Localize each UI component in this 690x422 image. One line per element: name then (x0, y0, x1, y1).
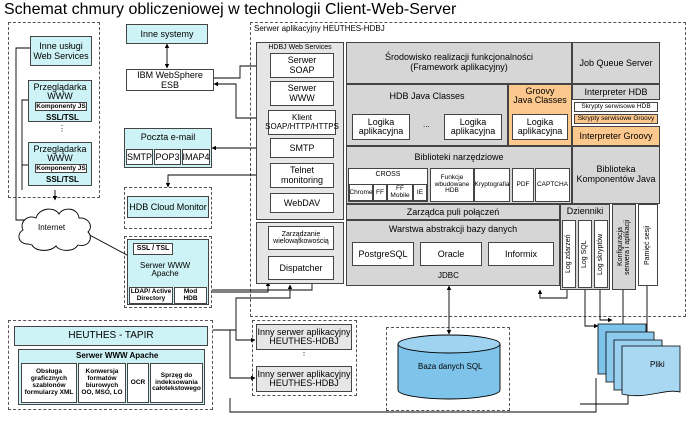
database-icon (397, 334, 501, 400)
thread-management: Zarządzanie wielowątkowością (268, 226, 334, 250)
lib-ff: FF (373, 184, 387, 201)
service-scripts-hdb: Skrypty serwisowe HDB (574, 102, 658, 112)
websphere-box: IBM WebSphere ESB (126, 69, 214, 91)
browser-1-ssl: SSL/TSL (46, 113, 79, 122)
interpreter-hdb: Interpreter HDB (572, 84, 660, 100)
www-server: Serwer WWW (270, 81, 334, 106)
browser-2-label: Przeglądarka WWW (33, 144, 87, 164)
app-logic-dots: ... (423, 120, 430, 129)
lib-ff-mobile: FF Mobile (387, 184, 413, 201)
service-scripts-groovy: Skrypty serwisowe Groovy (574, 114, 658, 124)
apache-ssl: SSL / TSL (133, 243, 173, 255)
groovy-classes-label: Groovy Java Classes (513, 86, 567, 106)
db-postgresql: PostgreSQL (352, 242, 414, 266)
diagram-title: Schemat chmury obliczeniowej w technolog… (4, 1, 457, 18)
db-oracle: Oracle (420, 242, 482, 266)
cloud-monitor-frame (124, 187, 212, 229)
other-server-1: Inny serwer aplikacyjny HEUTHES-HDBJ (256, 324, 352, 350)
lib-cryptography: Kryptografia (474, 168, 510, 202)
smtp-server: SMTP (270, 138, 334, 158)
logs-label: Dzienniki (566, 206, 604, 216)
internet-cloud-icon (18, 208, 91, 251)
soap-client: Klient SOAP/HTTP/HTTPS (265, 110, 339, 135)
tapir-konwersja: Konwersja formatów biurowych OO, MSO, LO (78, 363, 126, 403)
apache-frame (124, 236, 212, 308)
apache-ldap: LDAP/ Active Directory (129, 287, 173, 304)
job-queue-server: Job Queue Server (572, 42, 660, 84)
log-scripts: Log skryptów (594, 220, 608, 288)
tapir-sprzeg: Sprzęg do indeksowania całotekstowego (150, 363, 203, 403)
telnet-monitoring: Telnet monitoring (270, 163, 334, 188)
dispatcher: Dispatcher (268, 256, 334, 280)
email-imap4: IMAP4 (182, 149, 210, 165)
browser-1-js-components: Komponenty JS (35, 102, 87, 111)
internet-label: Internet (38, 223, 66, 232)
app-logic-2: Logika aplikacyjna (444, 114, 502, 140)
tapir-title: HEUTHES - TAPIR (14, 326, 208, 346)
soap-server: Serwer SOAP (270, 53, 334, 78)
tapir-ocr: OCR (127, 363, 149, 403)
lib-captcha: CAPTCHA (535, 168, 570, 202)
email-label: Poczta e-mail (140, 132, 196, 142)
email-smtp: SMTP (126, 149, 153, 165)
jdbc-label: JDBC (438, 271, 459, 280)
other-web-services-box: Inne usługi Web Services (30, 36, 92, 66)
apache-label: Serwer WWW Apache (140, 261, 191, 279)
other-servers-frame (252, 320, 357, 396)
session-memory: Pamięć sesji (638, 204, 658, 286)
tapir-frame (8, 320, 213, 410)
hdb-classes-label: HDB Java Classes (389, 91, 465, 101)
db-informix: Informix (488, 242, 554, 266)
lib-pdf: PDF (512, 168, 534, 202)
browser-ellipsis: ⋮ (58, 124, 66, 133)
tapir-obsluga: Obsługa graficznych szablonów formularzy… (21, 363, 77, 403)
files-label: Pliki (650, 360, 665, 369)
other-servers-ellipsis: ⋮ (300, 348, 308, 357)
tapir-apache-label: Serwer WWW Apache (76, 351, 159, 360)
app-logic-groovy: Logika aplikacyjna (512, 114, 568, 140)
server-configuration: Konfiguracja serwera i aplikacji (612, 204, 636, 290)
web-services-header: HDBJ Web Services (268, 44, 332, 51)
lib-ie: IE (413, 184, 427, 201)
other-web-services-label: Inne usługi Web Services (33, 40, 89, 61)
browser-2-ssl: SSL/TSL (46, 175, 79, 184)
db-abstraction-label: Warstwa abstrakcji bazy danych (388, 224, 518, 234)
webdav: WebDAV (270, 193, 334, 213)
email-pop3: POP3 (154, 149, 181, 165)
interpreter-groovy: Interpreter Groovy (572, 126, 660, 146)
server-title: Serwer aplikacyjny HEUTHES-HDBJ (254, 24, 385, 33)
log-sql: Log SQL (578, 220, 592, 288)
connection-pool-manager: Zarządca puli połączeń (346, 204, 560, 220)
log-events: Log zdarzeń (562, 220, 576, 288)
lib-builtin-functions: Funkcje wbudowane HDB (430, 168, 474, 202)
files-icon (597, 323, 681, 397)
cloud-monitor-box: HDB Cloud Monitor (127, 196, 209, 218)
apache-mod-hdb: Mod HDB (174, 287, 207, 304)
database-label: Baza danych SQL (418, 362, 483, 371)
tool-libraries-label: Biblioteki narzędziowe (414, 152, 504, 162)
server-frame (250, 22, 686, 317)
lib-cross-label: CROSS (375, 171, 401, 178)
app-logic-1: Logika aplikacyjna (352, 114, 410, 140)
browser-2-js-components: Komponenty JS (35, 164, 87, 173)
lib-chrome: Chrome (349, 184, 373, 201)
framework-box: Środowisko realizacji funkcjonalności (F… (346, 42, 572, 84)
java-components-library: Biblioteka Komponentów Java (572, 146, 660, 204)
other-server-2: Inny serwer aplikacyjny HEUTHES-HDBJ (256, 366, 352, 392)
browser-box-1: Przeglądarka WWW (28, 80, 92, 122)
other-systems-box: Inne systemy (126, 24, 208, 44)
browser-1-label: Przeglądarka WWW (33, 82, 87, 102)
